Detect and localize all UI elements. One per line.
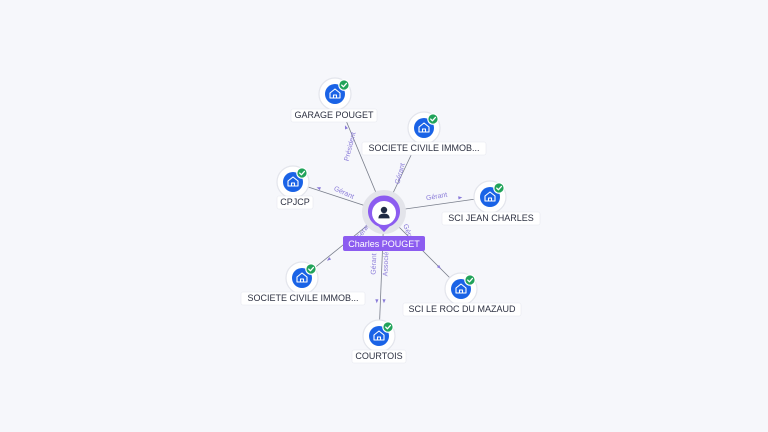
verified-check-icon <box>493 182 505 194</box>
person-node[interactable]: Charles POUGET <box>343 190 425 251</box>
verified-check-icon <box>427 113 439 125</box>
company-label-bg <box>240 291 366 306</box>
relation-role-label: Associé <box>382 252 390 277</box>
building-icon <box>455 283 467 294</box>
building-icon <box>329 88 341 99</box>
verified-check-icon <box>305 263 317 275</box>
building-icon <box>287 176 299 187</box>
edge-arrow <box>344 125 348 130</box>
relation-role-label: Président <box>344 131 358 161</box>
person-label-bg <box>343 236 425 251</box>
edge-arrow <box>458 196 463 200</box>
company-node-garage-pouget[interactable]: GARAGE POUGET <box>290 77 378 123</box>
edge-arrow <box>436 264 441 269</box>
company-node-societe-civile-2[interactable]: SOCIETE CIVILE IMMOB... <box>240 261 366 306</box>
company-node-cpjcp[interactable]: CPJCP <box>276 165 314 210</box>
person-name-label: Charles POUGET <box>348 239 420 249</box>
company-nodes: GARAGE POUGET SOCIETE CIVILE IMMOB... CPJC… <box>240 77 541 364</box>
company-label-bg <box>276 195 314 210</box>
relation-role-label: Gérant <box>371 253 379 275</box>
company-label-bg <box>351 349 407 364</box>
verified-check-icon <box>338 79 350 91</box>
building-icon <box>373 330 385 341</box>
edge-arrow <box>316 187 321 191</box>
company-node-courtois[interactable]: COURTOIS <box>351 319 407 364</box>
company-node-sci-jean-charles[interactable]: SCI JEAN CHARLES <box>441 180 541 226</box>
company-name-label: GARAGE POUGET <box>294 110 374 120</box>
company-name-label: COURTOIS <box>355 351 402 361</box>
company-label-bg <box>361 141 487 156</box>
building-icon <box>296 272 308 283</box>
relation-role-label: Gérant <box>426 192 448 203</box>
verified-check-icon <box>464 274 476 286</box>
building-icon <box>484 191 496 202</box>
company-name-label: SOCIETE CIVILE IMMOB... <box>368 143 479 153</box>
edge-arrow <box>327 257 332 261</box>
verified-check-icon <box>382 321 394 333</box>
company-node-societe-civile-1[interactable]: SOCIETE CIVILE IMMOB... <box>361 111 487 156</box>
company-name-label: SOCIETE CIVILE IMMOB... <box>247 293 358 303</box>
relation-edge-courtois: Associé <box>382 252 390 304</box>
building-icon <box>418 122 430 133</box>
company-name-label: SCI LE ROC DU MAZAUD <box>408 304 516 314</box>
company-name-label: SCI JEAN CHARLES <box>448 213 534 223</box>
company-name-label: CPJCP <box>280 197 310 207</box>
person-icon <box>378 206 390 219</box>
edge-arrow <box>375 299 379 304</box>
edge-arrow <box>382 299 386 304</box>
relation-role-label: Gérant <box>394 163 406 186</box>
verified-check-icon <box>296 167 308 179</box>
company-label-bg <box>290 108 378 123</box>
company-label-bg <box>402 302 522 317</box>
company-label-bg <box>441 211 541 226</box>
company-node-sci-le-roc[interactable]: SCI LE ROC DU MAZAUD <box>402 272 522 317</box>
